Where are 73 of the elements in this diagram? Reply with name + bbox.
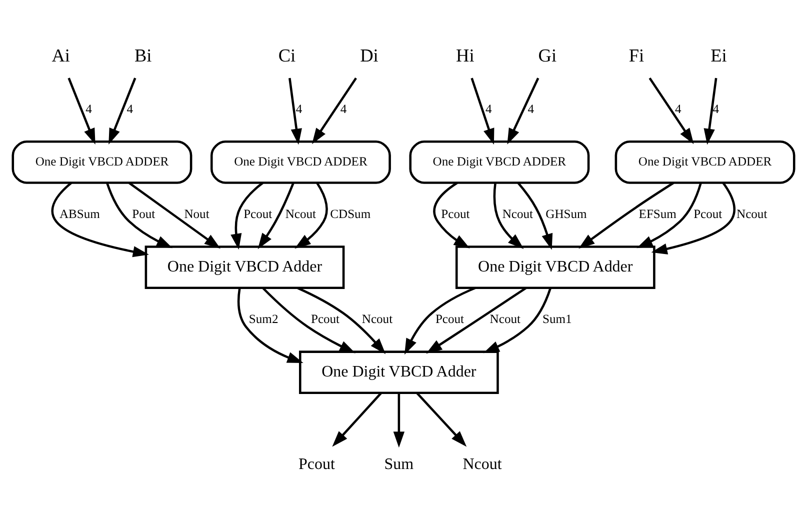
node-text: Pcout: [298, 456, 335, 474]
edge-label: Ncout: [490, 312, 520, 326]
edge-label: EFSum: [638, 206, 676, 221]
arrow: [288, 78, 302, 145]
edge-label: Sum2: [248, 312, 278, 326]
arrow: [426, 286, 527, 354]
arrow: [493, 183, 524, 249]
edge-label: Ncout: [502, 206, 534, 221]
node-text: Ncout: [462, 456, 502, 474]
edge-label: Ncout: [285, 206, 316, 221]
edge-label: Nout: [184, 206, 210, 221]
node-box: One Digit VBCD Adder: [299, 350, 499, 394]
edge-label: Pcout: [310, 312, 340, 326]
edge-label: 4: [528, 102, 534, 116]
node-text: Sum: [384, 456, 414, 474]
arrow: [433, 182, 470, 248]
node-box: One Digit VBCD ADDER: [12, 140, 192, 184]
arrow: [237, 288, 304, 363]
edge-label: CDSum: [330, 206, 371, 221]
arrow: [470, 78, 494, 145]
edge-label: 4: [126, 102, 134, 116]
arrow: [648, 77, 694, 144]
node-text: Gi: [538, 45, 557, 66]
edge-label: GHSum: [546, 206, 587, 221]
edge-label: Ncout: [736, 206, 768, 221]
arrow: [51, 182, 149, 258]
edge-label: ABSum: [59, 206, 100, 221]
node-box: One Digit VBCD Adder: [455, 246, 656, 289]
arrow: [262, 288, 356, 354]
edge-label: 4: [675, 102, 682, 116]
node-box: One Digit VBCD ADDER: [210, 140, 391, 184]
edge-label: 4: [296, 102, 302, 116]
node-text: Ci: [278, 45, 296, 66]
edge-label: Ncout: [362, 312, 393, 326]
arrow: [704, 78, 718, 145]
arrow: [106, 182, 173, 248]
arrow: [636, 182, 702, 248]
arrow: [332, 392, 382, 447]
arrow: [507, 78, 540, 144]
edge-label: Pcout: [435, 312, 464, 326]
arrow: [297, 287, 386, 354]
arrow: [416, 392, 467, 447]
edge-label: 4: [340, 102, 347, 116]
edge-label: Pcout: [441, 206, 470, 221]
arrow: [651, 182, 736, 254]
node-box: One Digit VBCD ADDER: [614, 140, 796, 184]
arrow: [404, 286, 476, 355]
edge-label: 4: [712, 102, 720, 116]
node-text: Di: [360, 45, 378, 66]
arrow: [128, 182, 220, 249]
edge-label: Pout: [132, 206, 156, 221]
node-box: One Digit VBCD ADDER: [409, 140, 590, 184]
arrow: [312, 77, 357, 144]
edge-label: Pcout: [694, 206, 722, 221]
edge-label: 4: [485, 102, 492, 116]
arrow: [483, 288, 552, 354]
edge-label: 4: [86, 102, 92, 116]
arrow: [68, 78, 96, 145]
node-text: Bi: [134, 45, 152, 66]
arrow: [578, 182, 674, 249]
node-box: One Digit VBCD Adder: [144, 246, 345, 289]
arrow: [230, 182, 264, 250]
arrow: [517, 182, 553, 250]
node-text: Ei: [710, 45, 727, 66]
arrow: [393, 393, 405, 448]
node-text: Ai: [52, 45, 70, 66]
edge-label: Pcout: [244, 206, 272, 221]
node-text: Fi: [628, 45, 644, 66]
arrow: [108, 78, 136, 145]
edge-label: Sum1: [542, 312, 572, 326]
node-text: Hi: [456, 45, 474, 66]
arrow: [258, 182, 294, 250]
arrow: [294, 182, 328, 249]
